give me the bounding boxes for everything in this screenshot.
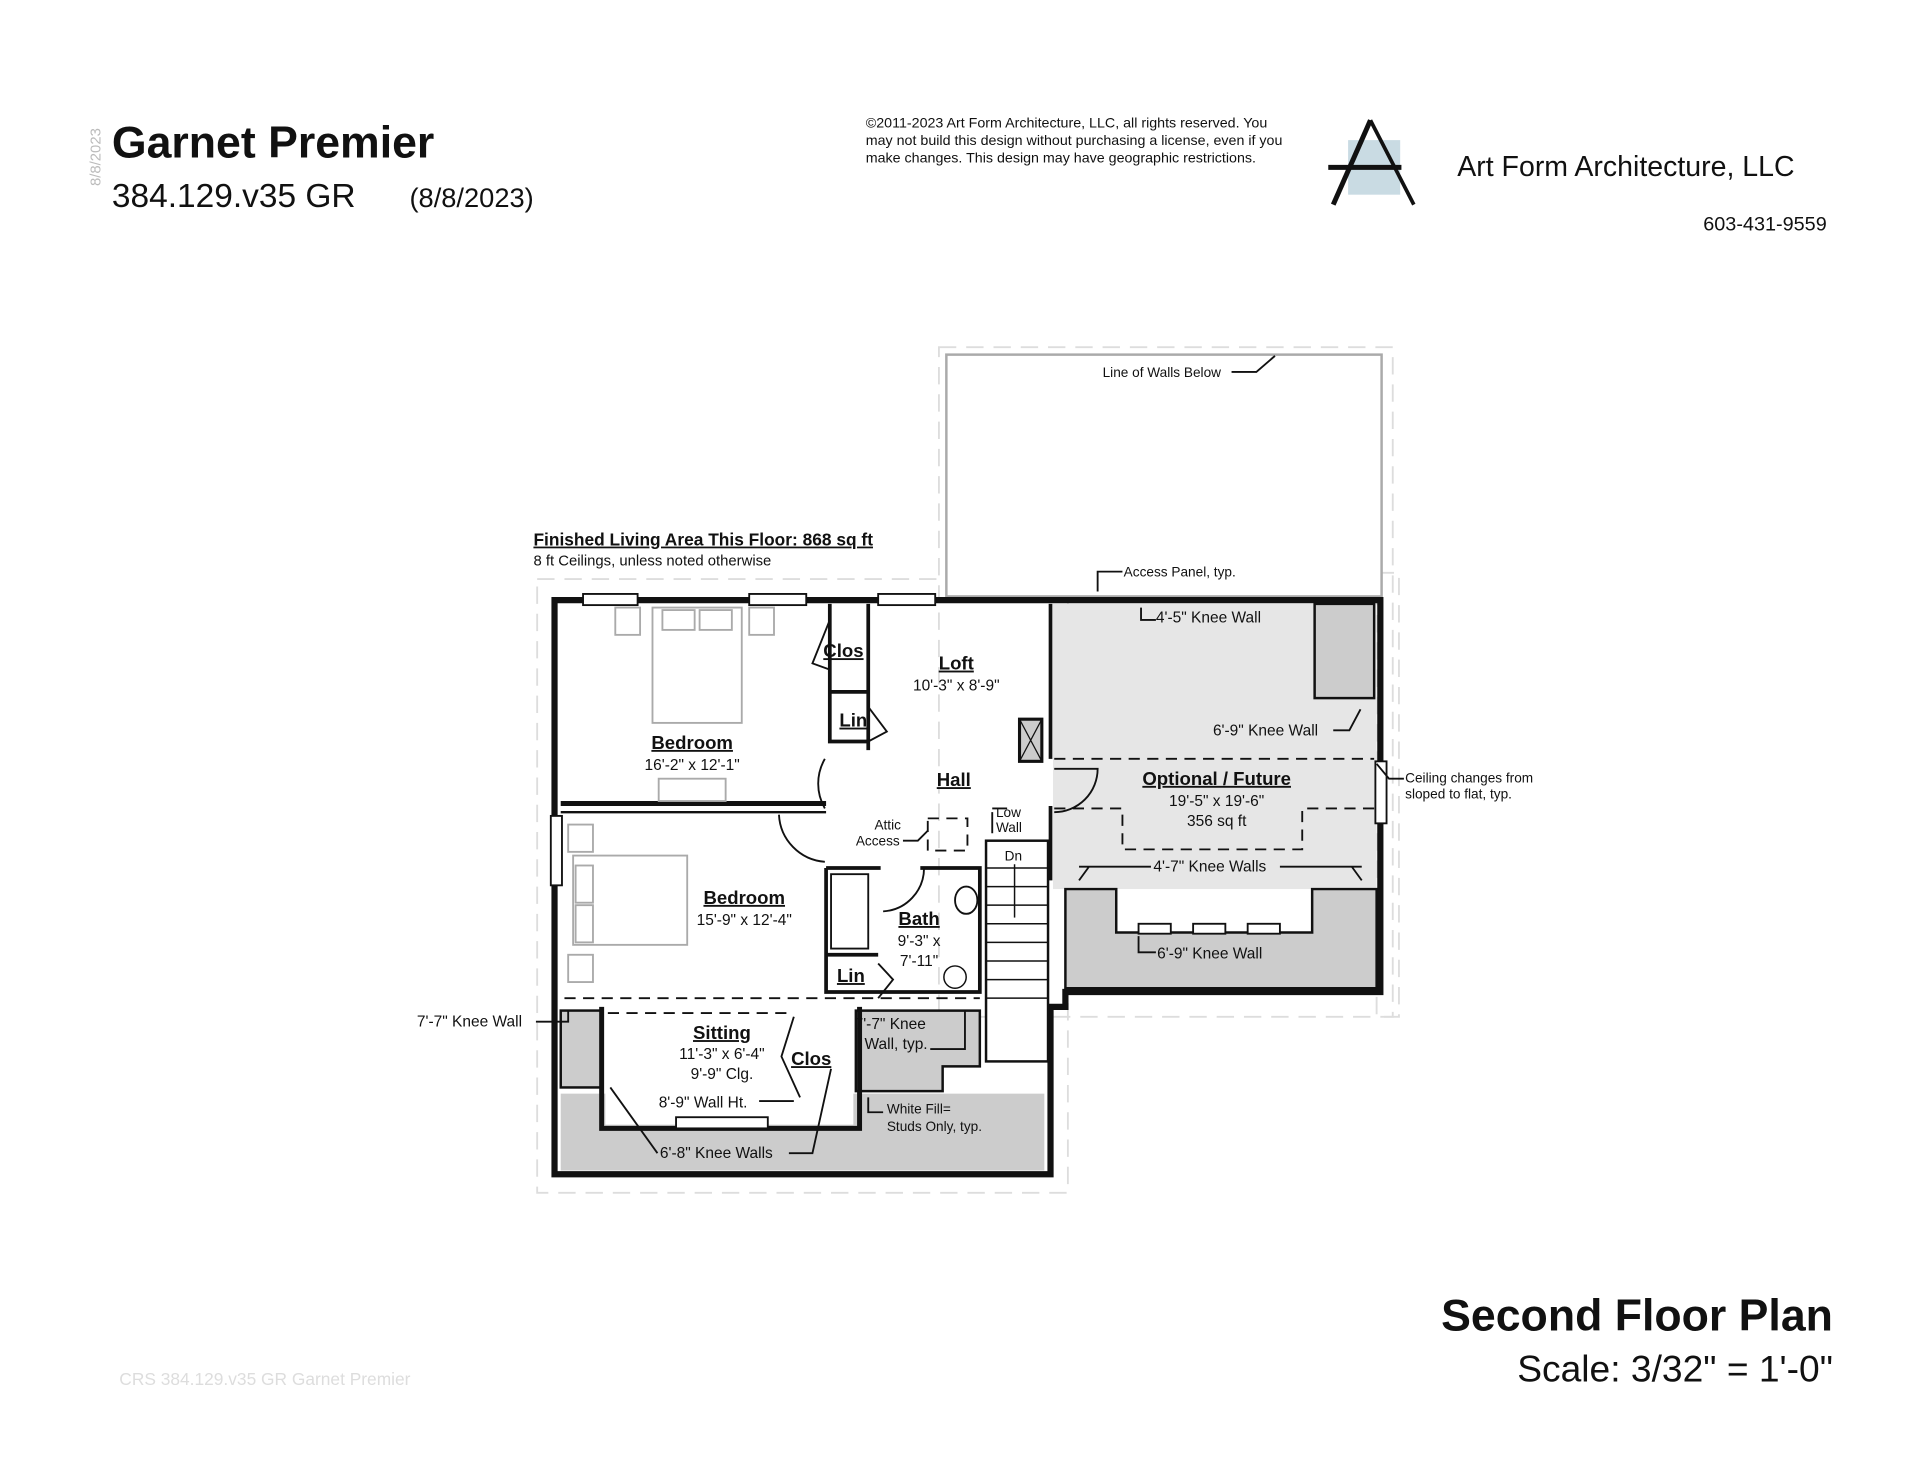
- walls-below-outline: [945, 353, 1383, 598]
- area-heading: Finished Living Area This Floor: 868 sq …: [533, 530, 873, 550]
- plan-number: 384.129.v35 GR: [112, 178, 356, 215]
- room-clos-2: Clos: [791, 1048, 831, 1069]
- note-knee-7-7-typ: 7'-7" Knee: [855, 1016, 926, 1033]
- note-knee-6-9: 6'-9" Knee Wall: [1213, 722, 1318, 739]
- watermark: CRS 384.129.v35 GR Garnet Premier: [119, 1369, 410, 1389]
- room-loft-dims: 10'-3" x 8'-9": [913, 678, 1000, 695]
- note-access-panel: Access Panel, typ.: [1124, 565, 1236, 580]
- room-bath-dims: 9'-3" x: [898, 933, 941, 950]
- note-knee-7-7: 7'-7" Knee Wall: [417, 1014, 522, 1031]
- sheet-title: Second Floor Plan: [1441, 1291, 1833, 1340]
- note-wall-ht: 8'-9" Wall Ht.: [659, 1094, 748, 1111]
- note-knee-6-8: 6'-8" Knee Walls: [660, 1145, 773, 1162]
- plan-date: (8/8/2023): [409, 182, 533, 213]
- room-optional-dims: 19'-5" x 19'-6": [1169, 793, 1264, 810]
- room-bedroom-1: Bedroom: [651, 732, 733, 753]
- note-attic: Access: [856, 834, 900, 849]
- room-sitting-ceiling: 9'-9" Clg.: [691, 1066, 754, 1083]
- note-attic: Attic: [874, 818, 901, 833]
- room-lin-1: Lin: [839, 710, 867, 731]
- ceiling-note: 8 ft Ceilings, unless noted otherwise: [533, 553, 771, 569]
- note-low-wall: Wall: [996, 820, 1022, 835]
- room-optional: Optional / Future: [1142, 768, 1291, 789]
- company-phone: 603-431-9559: [1703, 214, 1826, 236]
- room-bedroom-1-dims: 16'-2" x 12'-1": [645, 757, 740, 774]
- room-bedroom-2-dims: 15'-9" x 12'-4": [697, 912, 792, 929]
- copyright-line: may not build this design without purcha…: [866, 133, 1283, 149]
- room-clos-1: Clos: [823, 640, 863, 661]
- room-loft: Loft: [939, 653, 974, 674]
- room-sitting-dims: 11'-3" x 6'-4": [679, 1046, 764, 1063]
- company-logo: [1328, 119, 1416, 206]
- sheet-scale: Scale: 3/32" = 1'-0": [1517, 1347, 1833, 1389]
- room-lin-2: Lin: [837, 965, 865, 986]
- note-white-fill: Studs Only, typ.: [887, 1119, 982, 1134]
- note-white-fill: White Fill=: [887, 1101, 951, 1116]
- windows: [549, 593, 1388, 1130]
- room-optional-area: 356 sq ft: [1187, 813, 1247, 830]
- room-hall: Hall: [937, 769, 971, 790]
- stairs: [984, 839, 1050, 1063]
- note-ceiling-change: Ceiling changes from: [1405, 770, 1533, 785]
- room-bath-dims: 7'-11": [900, 953, 938, 970]
- note-low-wall: Low: [996, 805, 1021, 820]
- note-knee-7-7-typ: Wall, typ.: [865, 1036, 928, 1053]
- room-sitting: Sitting: [693, 1022, 751, 1043]
- company-name: Art Form Architecture, LLC: [1457, 151, 1794, 183]
- note-knee-4-5: 4'-5" Knee Wall: [1156, 609, 1261, 626]
- plan-title: Garnet Premier: [112, 118, 434, 167]
- copyright-line: make changes. This design may have geogr…: [866, 150, 1256, 166]
- note-knee-4-7: 4'-7" Knee Walls: [1153, 859, 1266, 876]
- room-bath: Bath: [898, 908, 939, 929]
- side-date: 8/8/2023: [89, 128, 105, 186]
- copyright-line: ©2011-2023 Art Form Architecture, LLC, a…: [866, 116, 1268, 132]
- note-knee-6-9-b: 6'-9" Knee Wall: [1157, 945, 1262, 962]
- note-dn: Dn: [1005, 849, 1022, 864]
- room-bedroom-2: Bedroom: [703, 887, 785, 908]
- note-ceiling-change: sloped to flat, typ.: [1405, 787, 1512, 802]
- note-walls-below: Line of Walls Below: [1103, 365, 1222, 380]
- furniture: [567, 606, 979, 989]
